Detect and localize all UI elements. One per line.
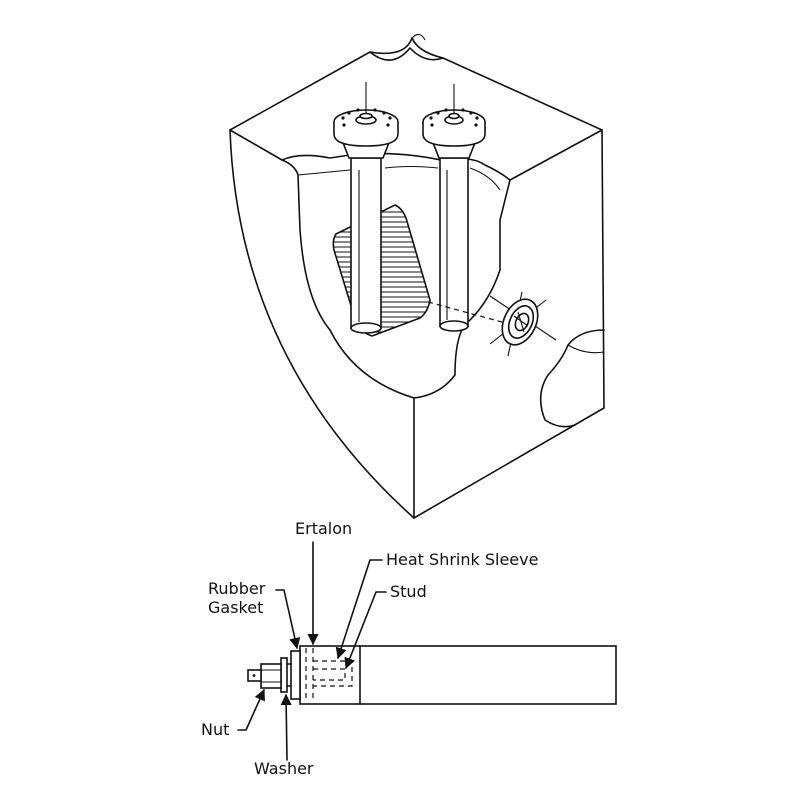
anode-body (299, 645, 617, 705)
tank-right-face (413, 129, 605, 519)
callout-labels: Ertalon Heat Shrink Sleeve Stud Rubber G… (201, 519, 538, 778)
tank-cutaway (229, 33, 605, 519)
label-heat-shrink-sleeve: Heat Shrink Sleeve (386, 550, 538, 569)
leader-lines (237, 541, 387, 761)
label-nut: Nut (201, 720, 229, 739)
anode-detail (247, 645, 617, 705)
label-ertalon: Ertalon (295, 519, 352, 538)
anode-rod-left (333, 82, 399, 334)
label-stud: Stud (390, 582, 427, 601)
washer (280, 657, 288, 693)
side-anode-fitting (427, 291, 557, 357)
anode-rod-right (422, 84, 486, 332)
tank-top-face (229, 47, 603, 181)
label-washer: Washer (254, 759, 314, 778)
cutaway-opening (281, 159, 511, 399)
label-rubber: Rubber (208, 579, 266, 598)
tank-left-face (229, 129, 415, 519)
rubber-gasket (290, 650, 301, 700)
tank-top-tear (369, 37, 444, 59)
tank-corner-chip (539, 329, 605, 428)
label-gasket: Gasket (208, 598, 263, 617)
nut (260, 663, 282, 689)
